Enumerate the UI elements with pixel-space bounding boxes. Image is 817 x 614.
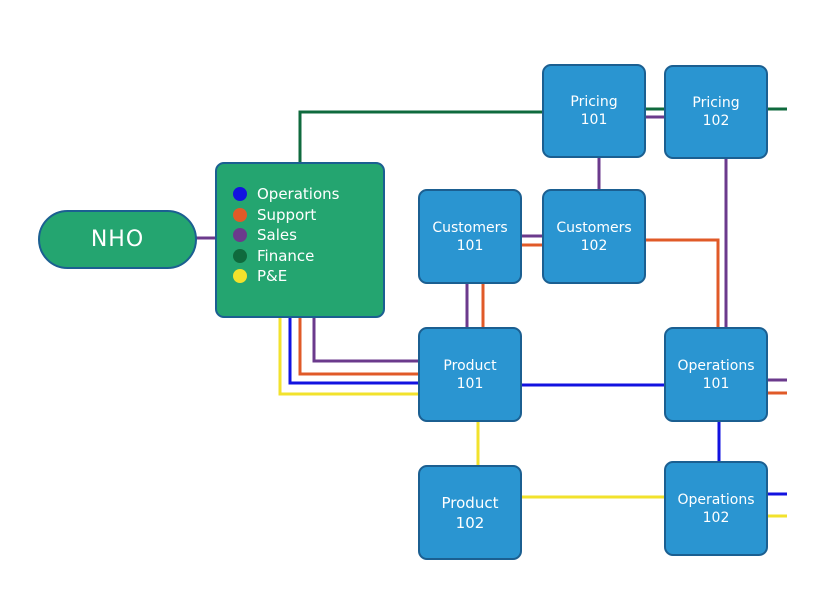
node-product-101[interactable]: Product 101: [418, 327, 522, 422]
node-operations-101[interactable]: Operations 101: [664, 327, 768, 422]
start-node-label: NHO: [90, 227, 145, 252]
node-number: 101: [702, 375, 730, 392]
node-number: 102: [455, 513, 485, 532]
yellow-dot-icon: [233, 269, 247, 284]
node-title: Operations: [677, 491, 755, 508]
support-connector: [645, 238, 720, 328]
node-customers-101[interactable]: Customers 101: [418, 189, 522, 284]
node-number: 102: [702, 509, 730, 526]
node-pricing-101[interactable]: Pricing 101: [542, 64, 646, 158]
blue-dot-icon: [233, 187, 247, 202]
operations-connector: [288, 317, 419, 385]
node-number: 101: [456, 375, 484, 392]
node-number: 101: [456, 237, 484, 254]
legend-item-finance: Finance: [233, 246, 383, 267]
legend-item-sales: Sales: [233, 225, 383, 246]
legend-box: Operations Support Sales Finance P&E: [215, 162, 385, 318]
node-operations-102[interactable]: Operations 102: [664, 461, 768, 556]
legend-item-support: Support: [233, 205, 383, 226]
legend-item-pe: P&E: [233, 266, 383, 287]
node-number: 102: [702, 113, 730, 129]
node-title: Operations: [677, 357, 755, 374]
node-title: Customers: [432, 219, 508, 236]
finance-connector: [298, 110, 543, 162]
node-title: Pricing: [570, 94, 618, 110]
start-node-nho[interactable]: NHO: [38, 210, 197, 269]
node-title: Pricing: [692, 95, 740, 111]
pe-connector: [278, 317, 419, 396]
node-number: 101: [580, 112, 608, 128]
node-customers-102[interactable]: Customers 102: [542, 189, 646, 284]
legend-label: Operations: [257, 185, 340, 204]
node-number: 102: [580, 237, 608, 254]
node-title: Product: [443, 357, 497, 374]
legend-label: Sales: [257, 226, 297, 245]
orange-dot-icon: [233, 207, 247, 222]
legend-item-operations: Operations: [233, 184, 383, 205]
node-title: Product: [441, 493, 499, 512]
node-product-102[interactable]: Product 102: [418, 465, 522, 560]
purple-dot-icon: [233, 228, 247, 243]
green-dot-icon: [233, 248, 247, 263]
legend-label: P&E: [257, 267, 288, 286]
sales-connector: [312, 317, 419, 363]
support-connector: [298, 317, 419, 376]
legend-label: Support: [257, 205, 317, 224]
node-pricing-102[interactable]: Pricing 102: [664, 65, 768, 159]
node-title: Customers: [556, 219, 632, 236]
legend-label: Finance: [257, 246, 315, 265]
